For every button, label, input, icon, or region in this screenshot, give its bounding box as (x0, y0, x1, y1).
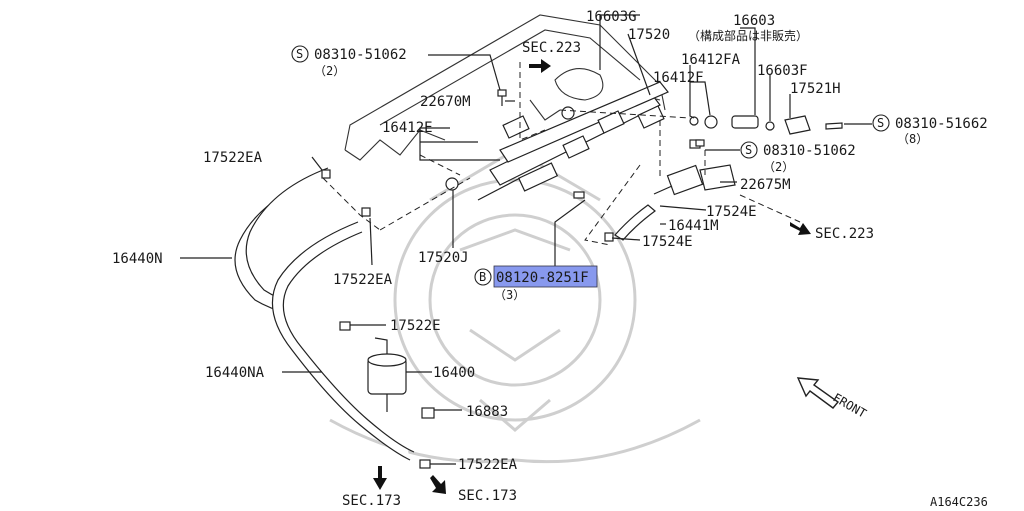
bolt-symbol-2: S (877, 116, 884, 130)
callout-17521H: 17521H (790, 81, 841, 97)
bolt-qty-3: （2） (763, 160, 794, 174)
bolt-code-1: 08310-51062 (314, 47, 407, 63)
bolt-code-3: 08310-51062 (763, 143, 856, 159)
callout-16412E: 16412E (382, 120, 433, 136)
leader-lines (180, 14, 872, 465)
callout-17524E-top: 17524E (706, 204, 757, 220)
bolt-symbol-1: S (296, 47, 303, 61)
bolt-code-2: 08310-51662 (895, 116, 988, 132)
fuel-rail-assembly (445, 81, 669, 201)
callout-16603F: 16603F (757, 63, 808, 79)
figure-id: A164C236 (930, 495, 988, 509)
front-arrow-icon (796, 377, 840, 409)
fuel-hoses (234, 167, 415, 461)
hose-16441M (614, 204, 656, 241)
bolt-symbols (291, 45, 890, 286)
bolt-qty-4: （3） (494, 288, 525, 302)
callout-16603G: 16603G (586, 9, 637, 25)
callout-22670M: 22670M (420, 94, 471, 110)
engine-head (344, 14, 666, 161)
highlight-box (493, 265, 598, 288)
bolt-qty-2: （8） (897, 132, 928, 146)
callout-16412F: 16412F (653, 70, 704, 86)
pressure-regulator (653, 164, 736, 196)
dashed-reference-lines (322, 62, 801, 246)
callout-17522EA-bot: 17522EA (458, 457, 518, 473)
callout-17520J: 17520J (418, 250, 469, 266)
callout-17522EA-top: 17522EA (203, 150, 263, 166)
bolt-qty-1: （2） (314, 64, 345, 78)
injector-parts (689, 115, 843, 149)
callout-16440N: 16440N (112, 251, 163, 267)
bolt-symbol-4: B (479, 270, 486, 284)
section-ref-223-top: SEC.223 (522, 40, 581, 56)
callout-16603-note: （構成部品は非販売） (688, 28, 808, 43)
bolt-symbol-3: S (745, 143, 752, 157)
section-ref-173-left: SEC.173 (342, 493, 401, 509)
callout-17520: 17520 (628, 27, 670, 43)
callout-16440NA: 16440NA (205, 365, 265, 381)
fuel-filter (339, 321, 435, 469)
front-label: FRONT (831, 390, 869, 420)
callout-22675M: 22675M (740, 177, 791, 193)
section-ref-223-right: SEC.223 (815, 226, 874, 242)
callout-16441M: 16441M (668, 218, 719, 234)
callout-16412FA: 16412FA (681, 52, 741, 68)
callout-16603: 16603 (733, 13, 775, 29)
bolt-code-4: 08120-8251F (496, 270, 589, 286)
callout-16883: 16883 (466, 404, 508, 420)
section-ref-173-right: SEC.173 (458, 488, 517, 504)
clamp-17524E-bot (604, 232, 614, 242)
callout-17522E: 17522E (390, 318, 441, 334)
callout-17522EA-mid: 17522EA (333, 272, 393, 288)
callout-17524E-bot: 17524E (642, 234, 693, 250)
callout-16400: 16400 (433, 365, 475, 381)
section-arrows (373, 59, 811, 494)
bolt-glyphs (321, 89, 705, 217)
